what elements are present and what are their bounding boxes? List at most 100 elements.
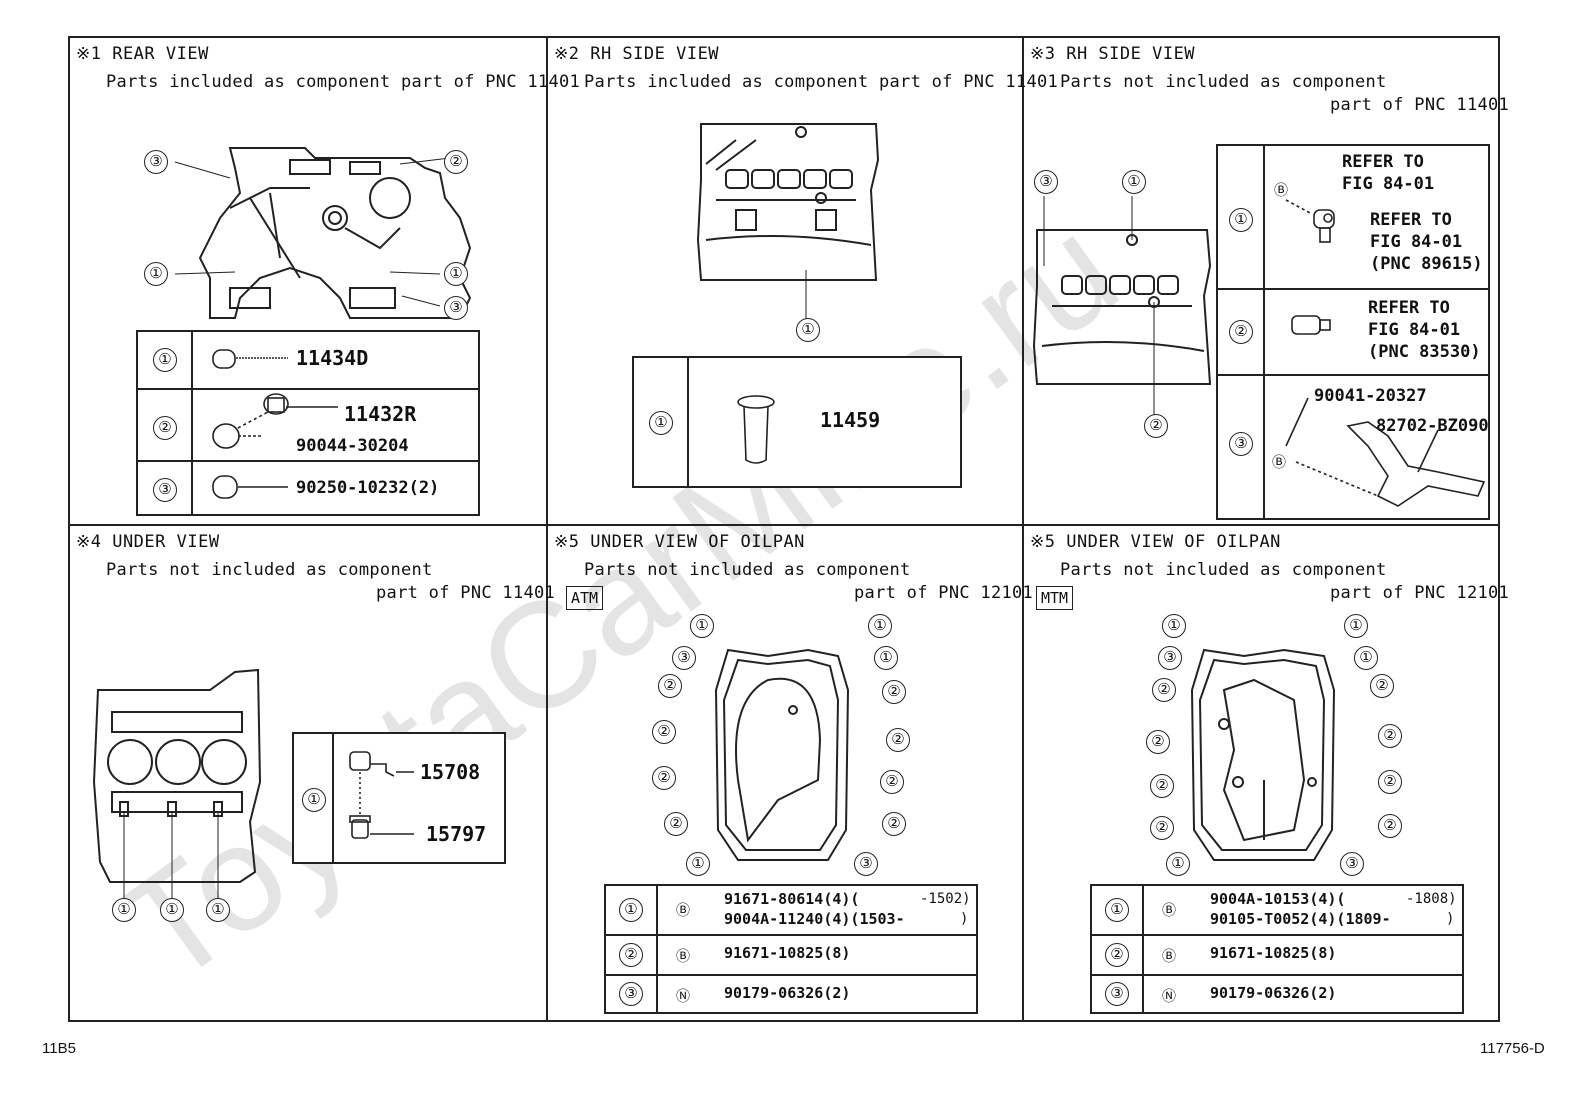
callout-2: ②	[1146, 730, 1170, 754]
row-index: ①	[619, 898, 643, 922]
date-range: -1502)	[920, 891, 971, 907]
part-number: 90041-20327	[1314, 386, 1427, 406]
part-number: 90044-30204	[296, 436, 409, 456]
panel-note: Parts included as component part of PNC …	[584, 72, 1059, 92]
reference-text: REFER TO	[1368, 298, 1450, 318]
panel-title: ※5 UNDER VIEW OF OILPAN	[554, 532, 805, 552]
part-number: 15797	[426, 822, 487, 846]
callout-1: ①	[1344, 614, 1368, 638]
callout-2: ②	[652, 766, 676, 790]
callout-2: ②	[1378, 724, 1402, 748]
row-index: ②	[619, 943, 643, 967]
callout-1: ①	[1354, 646, 1378, 670]
callout-1: ①	[874, 646, 898, 670]
reference-text: REFER TO	[1342, 152, 1424, 172]
part-number: 82702-BZ090	[1376, 416, 1489, 436]
oil-pan-illustration	[1190, 648, 1336, 861]
part-number: 91671-10825(8)	[1210, 944, 1337, 962]
callout-2: ②	[1378, 814, 1402, 838]
engine-block-rear-illustration	[174, 147, 472, 319]
part-number: 11459	[820, 408, 881, 432]
callout-1: ①	[144, 262, 168, 286]
panel-title: ※4 UNDER VIEW	[76, 532, 220, 552]
row-index: ①	[1229, 208, 1253, 232]
callout-3: ③	[854, 852, 878, 876]
parts-table: ① ② ③ Ⓑ REFER TO FIG 84-01 REFER TO FIG …	[1216, 144, 1490, 520]
part-number: 11434D	[296, 346, 369, 370]
callout-1: ①	[868, 614, 892, 638]
bolt-symbol-b: Ⓑ	[1272, 455, 1286, 471]
panel-title: ※2 RH SIDE VIEW	[554, 44, 720, 64]
part-number: 15708	[420, 760, 481, 784]
callout-1: ①	[444, 262, 468, 286]
part-number: 90105-T0052(4)(1809-	[1210, 910, 1391, 928]
date-range: )	[960, 911, 969, 927]
reference-text: (PNC 89615)	[1370, 254, 1483, 274]
callout-2: ②	[1370, 674, 1394, 698]
callout-3: ③	[444, 296, 468, 320]
callout-1: ①	[112, 898, 136, 922]
callout-2: ②	[652, 720, 676, 744]
part-icon	[737, 395, 775, 464]
row-index: ②	[1105, 943, 1129, 967]
callout-3: ③	[1034, 170, 1058, 194]
page-code-right: 117756-D	[1480, 1040, 1545, 1057]
callout-2: ②	[880, 770, 904, 794]
transmission-tag: ATM	[566, 586, 604, 610]
reference-text: FIG 84-01	[1370, 232, 1463, 252]
panel-note: part of PNC 12101	[854, 583, 1034, 603]
parts-table: ① ② ③ 11434D 11432R 90044-30204 90250-10…	[136, 330, 480, 516]
engine-block-side-illustration	[696, 123, 880, 325]
row-index: ①	[302, 788, 326, 812]
page-code-left: 11B5	[42, 1040, 76, 1057]
bolt-symbol-b: Ⓑ	[676, 903, 690, 919]
callout-2: ②	[1150, 774, 1174, 798]
bolt-symbol-b: Ⓑ	[1274, 183, 1288, 199]
callout-1: ①	[796, 318, 820, 342]
callout-1: ①	[1166, 852, 1190, 876]
bracket-icon	[1285, 397, 1486, 507]
parts-diagram-grid: ※1 REAR VIEW Parts included as component…	[68, 36, 1509, 1022]
callout-2: ②	[1144, 414, 1168, 438]
part-number: 91671-80614(4)(	[724, 890, 860, 908]
callout-2: ②	[886, 728, 910, 752]
part-number: 90250-10232(2)	[296, 478, 440, 498]
bolt-symbol-b: Ⓑ	[1162, 949, 1176, 965]
callout-3: ③	[1158, 646, 1182, 670]
reference-text: REFER TO	[1370, 210, 1452, 230]
part-number: 90179-06326(2)	[1210, 984, 1337, 1002]
parts-table: ① ② ③ Ⓑ 91671-80614(4)( -1502) 9004A-112…	[604, 884, 978, 1014]
panel-note: Parts not included as component	[584, 560, 911, 580]
part-number: 11432R	[344, 402, 417, 426]
row-index: ①	[649, 411, 673, 435]
panel-note: part of PNC 11401	[1330, 95, 1510, 115]
callout-1: ①	[686, 852, 710, 876]
row-index: ③	[153, 478, 177, 502]
row-index: ③	[1229, 432, 1253, 456]
row-index: ②	[153, 416, 177, 440]
panel-note: part of PNC 12101	[1330, 583, 1510, 603]
panel-note: Parts included as component part of PNC …	[106, 72, 581, 92]
callout-2: ②	[658, 674, 682, 698]
part-icons	[212, 349, 338, 499]
sensor-icon	[1291, 315, 1331, 335]
bolt-symbol-b: Ⓑ	[676, 949, 690, 965]
panel-oilpan-atm: ※5 UNDER VIEW OF OILPAN Parts not includ…	[548, 526, 1033, 1022]
part-number: 90179-06326(2)	[724, 984, 851, 1002]
callout-3: ③	[1340, 852, 1364, 876]
oil-pan-illustration	[714, 648, 850, 861]
row-index: ③	[619, 982, 643, 1006]
reference-text: (PNC 83530)	[1368, 342, 1481, 362]
panel-note: Parts not included as component	[1060, 560, 1387, 580]
parts-table: ① 11459	[632, 356, 962, 488]
part-icons	[349, 751, 414, 839]
callout-2: ②	[1378, 770, 1402, 794]
callout-3: ③	[144, 150, 168, 174]
transmission-tag: MTM	[1036, 586, 1074, 610]
bolt-symbol-n: Ⓝ	[676, 989, 690, 1005]
bolt-symbol-n: Ⓝ	[1162, 989, 1176, 1005]
callout-2: ②	[1150, 816, 1174, 840]
panel-title: ※3 RH SIDE VIEW	[1030, 44, 1196, 64]
date-range: )	[1446, 911, 1455, 927]
panel-rh-side-view-2: ※3 RH SIDE VIEW Parts not included as co…	[1024, 38, 1509, 524]
